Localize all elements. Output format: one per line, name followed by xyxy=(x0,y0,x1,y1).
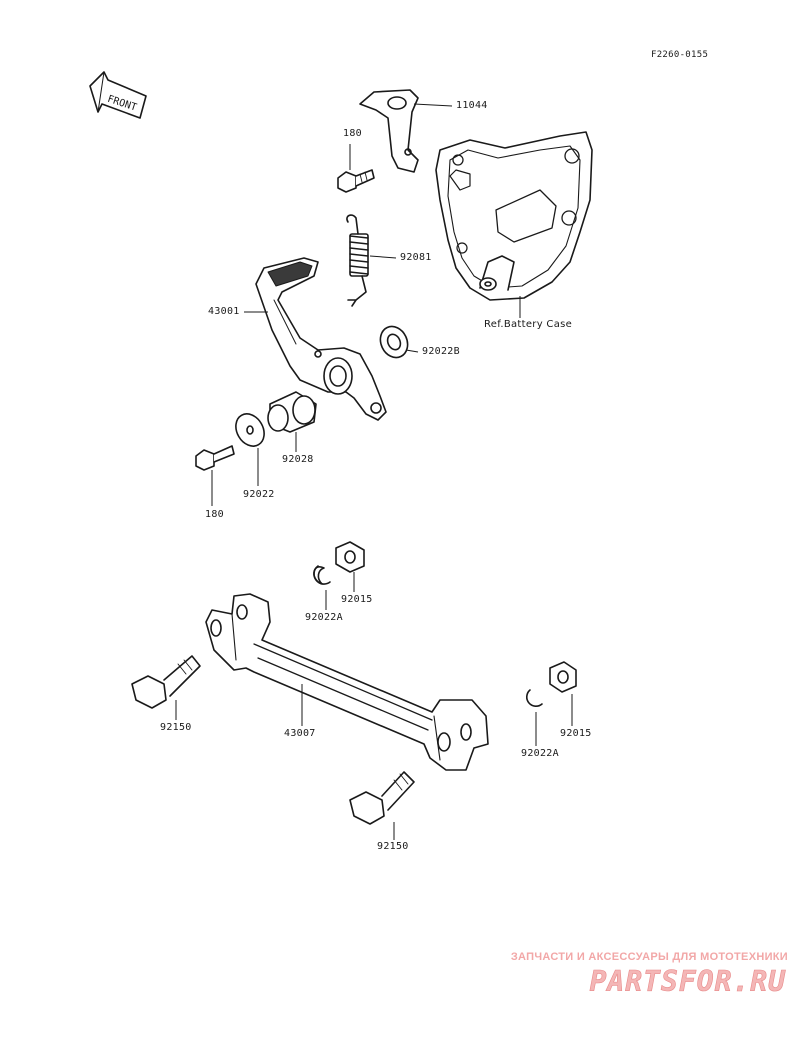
watermark-tagline: ЗАПЧАСТИ И АКСЕССУАРЫ ДЛЯ МОТОТЕХНИКИ xyxy=(510,951,788,963)
watermark-logo: PARTSFOR.RU xyxy=(589,965,787,999)
clevis-pin-92150-lower xyxy=(349,771,415,825)
battery-case-bracket xyxy=(435,131,593,301)
return-spring-92081 xyxy=(346,214,369,307)
washer-92022 xyxy=(235,413,265,447)
front-arrow-icon xyxy=(89,71,147,119)
collar-92028 xyxy=(267,391,317,433)
part-label-180-lower: 180 xyxy=(205,509,224,520)
part-label-92150-left: 92150 xyxy=(160,722,192,733)
part-label-92022A-lower: 92022A xyxy=(521,748,559,759)
bolt-180-upper xyxy=(337,169,375,193)
leader-92022B xyxy=(405,349,419,353)
washer-92022B xyxy=(379,325,409,359)
brake-pedal-43001 xyxy=(255,257,387,421)
clip-92022A-lower xyxy=(526,689,543,707)
part-label-92022B: 92022B xyxy=(422,346,460,357)
part-label-92150-lower: 92150 xyxy=(377,841,409,852)
part-label-92022A-upper: 92022A xyxy=(305,612,343,623)
part-label-92015-upper: 92015 xyxy=(341,594,373,605)
watermark-brand: PARTSFOR.RU xyxy=(590,965,787,998)
stopper-bracket-11044 xyxy=(359,89,419,173)
part-label-92028: 92028 xyxy=(282,454,314,465)
part-label-180-upper: 180 xyxy=(343,128,362,139)
clip-92022A-upper xyxy=(313,565,331,585)
clevis-pin-92150-left xyxy=(131,655,201,709)
part-label-43007: 43007 xyxy=(284,728,316,739)
leader-11044 xyxy=(413,103,453,107)
part-label-92022: 92022 xyxy=(243,489,275,500)
brake-rod-43007 xyxy=(205,593,489,771)
part-label-92081: 92081 xyxy=(400,252,432,263)
bolt-180-lower xyxy=(195,445,235,471)
part-label-92015-lower: 92015 xyxy=(560,728,592,739)
part-label-43001: 43001 xyxy=(208,306,240,317)
leader-92081 xyxy=(369,255,397,259)
ref-battery-case-label: Ref.Battery Case xyxy=(484,319,573,330)
nut-92015-upper xyxy=(335,541,365,573)
diagram-code: F2260-0155 xyxy=(651,50,709,60)
part-label-11044: 11044 xyxy=(456,100,488,111)
nut-92015-lower xyxy=(549,661,577,693)
